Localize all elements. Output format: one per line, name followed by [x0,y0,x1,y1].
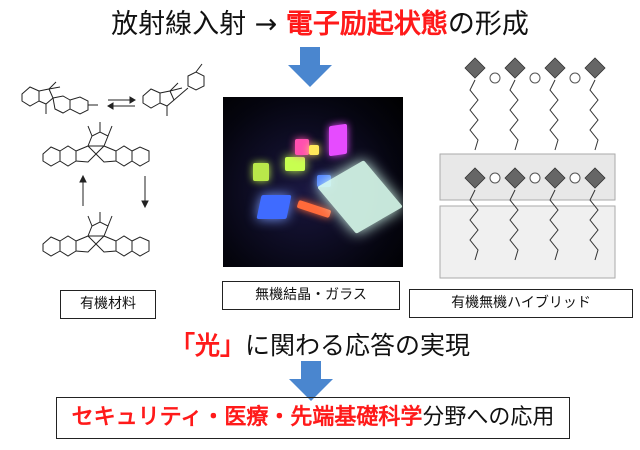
orange-rod [297,200,332,218]
inorganic-materials-label: 無機結晶・ガラス [222,281,400,310]
hybrid-crystal-structure [420,50,625,286]
organic-materials-label: 有機材料 [60,290,156,319]
statement-close-bracket: 」 [220,331,245,360]
applications-highlight: セキュリティ・医療・先端基礎科学 [72,405,423,430]
hybrid-materials-label: 有機無機ハイブリッド [409,289,633,318]
inorganic-crystals-photo [223,97,403,267]
pink-crystal [295,139,309,155]
statement-highlight: 光 [195,331,220,360]
applications-rest: 分野への応用 [422,405,554,430]
down-arrow-icon [289,361,333,401]
statement-rest: に関わる応答の実現 [245,331,470,360]
diagram-title: 放射線入射 → 電子励起状態の形成 [0,6,640,44]
blue-block [256,195,291,219]
yellowgreen-crystal [285,157,305,171]
title-highlight: 電子励起状態 [286,9,448,40]
green-crystal [253,163,269,181]
organic-molecule-structures [8,54,213,284]
glass-plate [317,160,403,234]
violet-prism [329,124,347,157]
title-suffix: の形成 [448,9,529,40]
down-arrow-icon [288,47,332,87]
statement-open-bracket: 「 [170,331,195,360]
yellow-crystal [309,145,319,155]
light-response-statement: 「光」に関わる応答の実現 [0,326,640,366]
applications-box: セキュリティ・医療・先端基礎科学分野への応用 [56,397,570,439]
title-prefix: 放射線入射 → [111,9,286,40]
